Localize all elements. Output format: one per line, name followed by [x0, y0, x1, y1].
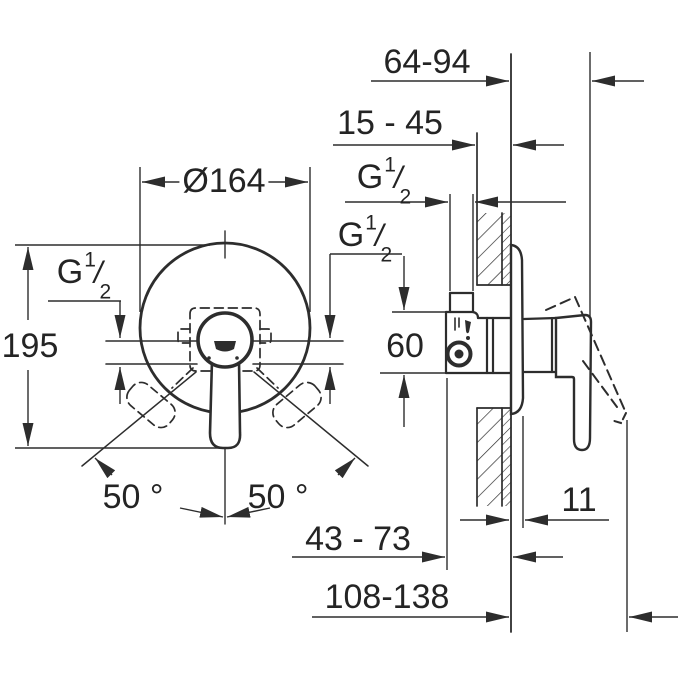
cover-plate-profile: [509, 243, 525, 416]
side-view-dimensions: [292, 52, 678, 632]
handle-swing-ghost-right: [272, 381, 322, 429]
handle-cap-slot: [214, 341, 236, 352]
handle-swing-ghost-left: [126, 381, 176, 429]
thread-denominator: 2: [99, 280, 112, 304]
dimension-escutcheon-diameter: Ø164: [179, 164, 269, 198]
cap-screw-dot-left: [207, 356, 211, 360]
thread-prefix: G: [337, 215, 365, 254]
lever-handle-dashed-position: [545, 296, 627, 425]
thread-numerator: 1: [84, 248, 96, 272]
thread-denominator: 2: [399, 185, 412, 209]
thread-slash: /: [374, 217, 384, 253]
lever-handle: [208, 358, 242, 450]
front-view-dimensions: [15, 167, 402, 518]
dimension-body-depth-range: 43 - 73: [305, 520, 411, 558]
thread-slash: /: [393, 159, 403, 195]
dimension-handle-depth-range: 64-94: [383, 43, 471, 81]
thread-numerator: 1: [365, 211, 377, 235]
thread-prefix: G: [56, 252, 84, 291]
handle-base-cap: [196, 311, 254, 369]
dimension-overall-height: 195: [0, 329, 62, 363]
inlet-pipe-lines: [105, 340, 344, 365]
thread-numerator: 1: [384, 153, 396, 177]
dimension-body-height: 60: [386, 327, 424, 365]
lever-handle-side: [554, 313, 593, 452]
thread-slash: /: [93, 254, 103, 290]
dimension-swing-angle-right: 50 °: [247, 478, 309, 516]
dimension-swing-angle-left: 50 °: [102, 478, 164, 516]
concealed-body-dashed-outline: [171, 307, 279, 389]
cap-screw-dot-right: [235, 356, 239, 360]
thread-prefix: G: [356, 157, 384, 196]
front-view: [81, 230, 369, 525]
thread-size-label-right-inlet: G1/2: [337, 212, 392, 265]
thread-denominator: 2: [380, 243, 393, 267]
dimension-plate-thickness: 11: [561, 481, 597, 519]
dimension-concealed-depth-range: 15 - 45: [337, 104, 443, 142]
dimension-total-depth-range: 108-138: [324, 578, 450, 616]
swing-angle-lines: [81, 371, 369, 467]
rough-in-body: [444, 291, 513, 375]
thread-size-label-left-inlet: G1/2: [56, 249, 111, 302]
thread-size-label-top-outlet: G1/2: [356, 154, 411, 207]
side-view: [444, 53, 627, 633]
